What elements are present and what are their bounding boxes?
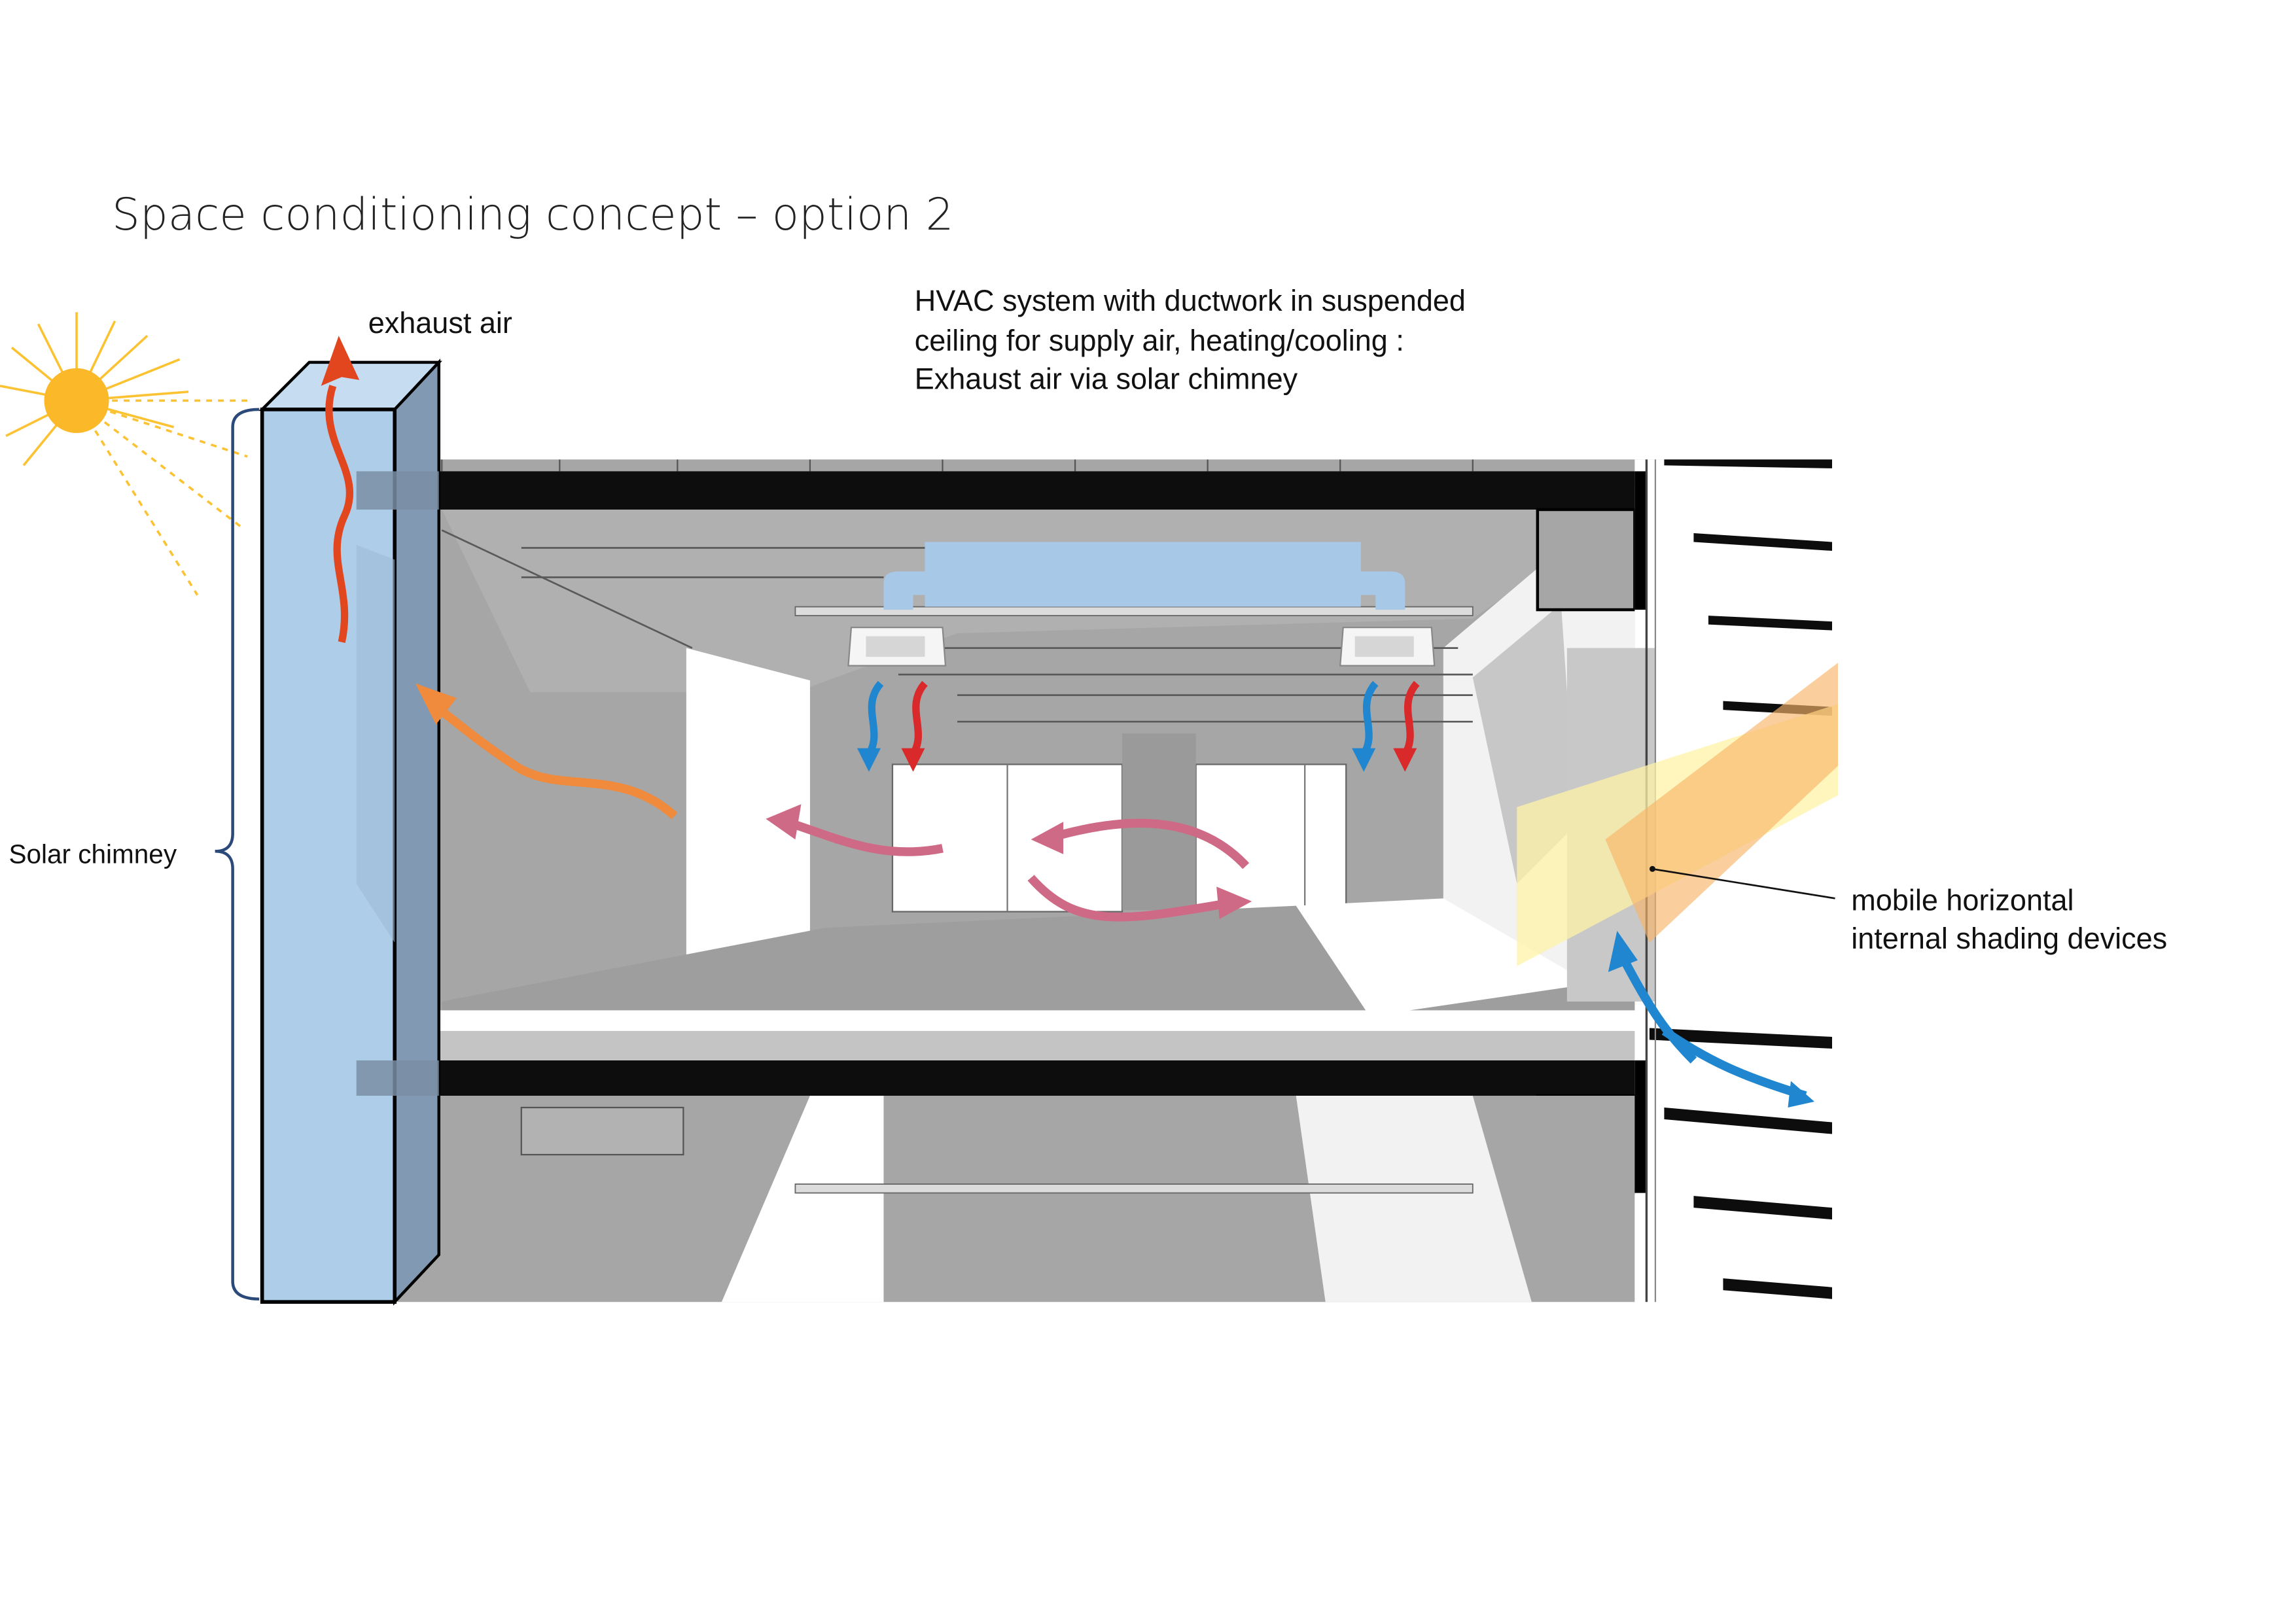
fresh-air-arrow-icon: [1621, 961, 1807, 1100]
internal-exhaust-arrow-icon: [415, 683, 678, 820]
lower-duct: [520, 1106, 684, 1156]
exhaust-air-label: exhaust air: [368, 306, 512, 340]
diffuser-left: [847, 626, 947, 667]
supply-cold-arrow-icon: [857, 680, 1379, 772]
slab-middle-white: [397, 1010, 1650, 1031]
recirculation-arrow-icon: [794, 818, 1250, 922]
slab-top: [397, 471, 1635, 510]
solar-chimney: [258, 358, 442, 1306]
sun-icon: [0, 312, 254, 596]
solar-chimney-label: Solar chimney: [9, 839, 177, 869]
solar-chimney-brace: [215, 408, 260, 1300]
lower-wall-lit: [721, 1096, 884, 1302]
shading-label-line-1: mobile horizontal: [1851, 883, 2074, 916]
slab-middle: [397, 1060, 1635, 1096]
shading-leader-line: [1652, 867, 1835, 899]
diffuser-right: [1339, 626, 1436, 667]
lower-ceiling-panel: [794, 1183, 1474, 1194]
hvac-duct: [847, 542, 1436, 667]
left-wall-opening: [686, 648, 810, 958]
shading-label-line-2: internal shading devices: [1851, 922, 2167, 955]
lower-right-lit: [1296, 1096, 1532, 1302]
hvac-line-3: Exhaust air via solar chimney: [915, 362, 1298, 395]
diagram-title: Space conditioning concept – option 2: [112, 188, 954, 240]
hvac-line-1: HVAC system with ductwork in suspended: [915, 284, 1466, 317]
supply-warm-arrow-icon: [901, 680, 1420, 772]
facade-beam-upper: [1536, 508, 1636, 612]
sunlight-beams: [1517, 663, 1839, 966]
exhaust-arrow-icon: [321, 336, 360, 643]
hvac-line-2: ceiling for supply air, heating/cooling …: [915, 324, 1404, 357]
floor-light-patch: [1296, 898, 1591, 1017]
hvac-description: HVAC system with ductwork in suspended c…: [915, 284, 1466, 395]
back-window-right: [1195, 763, 1347, 913]
